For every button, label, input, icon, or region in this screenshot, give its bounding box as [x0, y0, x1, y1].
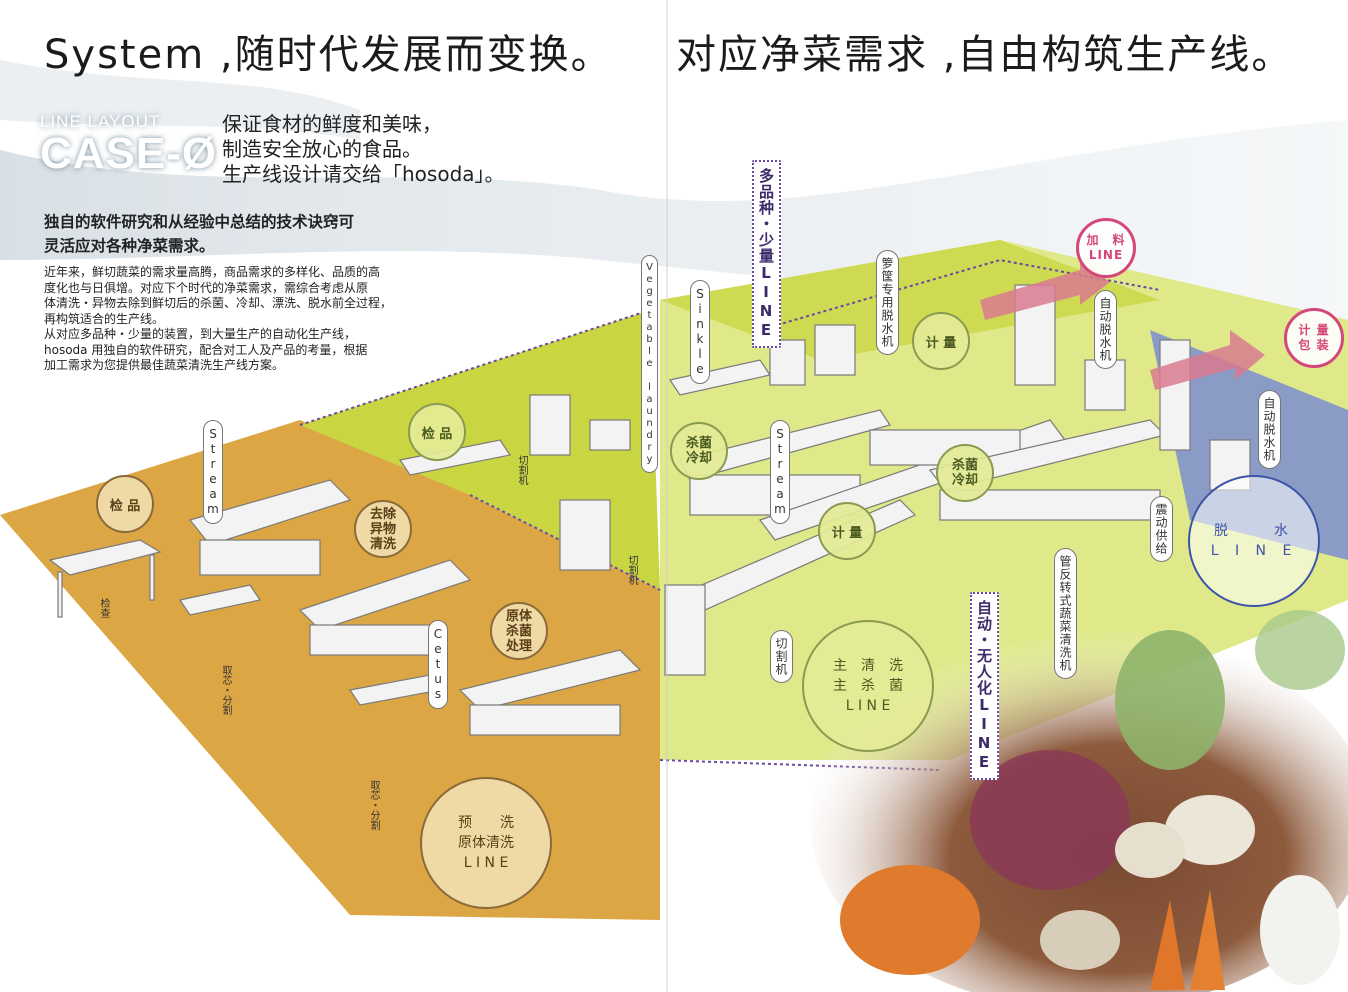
label-vegetable-laundry: Vegetable laundry [641, 255, 658, 473]
intro-line: 制造安全放心的食品。 [222, 137, 422, 161]
arrow-add [980, 260, 1110, 320]
body-line: 加工需求为您提供最佳蔬菜清洗生产线方案。 [44, 358, 285, 372]
badge-main-line: 主 清 洗 主 杀 菌 L I N E [802, 620, 934, 752]
label-stream-mid: Stream [770, 420, 790, 524]
tiny-cutter-2: 切割机 [626, 555, 637, 585]
badge-inspect-left: 检 品 [96, 475, 154, 533]
badge-remove-foreign: 去除 异物 清洗 [354, 500, 412, 558]
tiny-core-split-1: 取芯・分割 [220, 665, 231, 715]
tiny-cutter-1: 切割机 [516, 455, 527, 485]
label-basket-dewater: 箩筐专用脱水机 [876, 250, 899, 355]
add-line-label: LINE [1088, 248, 1124, 262]
prewash-line-label: L I N E [463, 855, 509, 871]
lead-line: 灵活应对各种净菜需求。 [44, 237, 215, 255]
dewater-line-title: 脱 水 [1214, 523, 1294, 539]
label-vibrate-feed: 震动供给 [1150, 496, 1173, 562]
headline-left: System ,随时代发展而变换。 [44, 32, 613, 78]
intro-text: 保证食材的鲜度和美味， 制造安全放心的食品。 生产线设计请交给「hosoda」。 [222, 112, 505, 187]
body-line: hosoda 用独自的软件研究，配合对工人及产品的考量，根据 [44, 342, 368, 357]
tiny-inspect: 检查 [98, 598, 109, 618]
body-line: 度化也与日俱增。对应下个时代的净菜需求，需综合考虑从原 [44, 280, 369, 295]
badge-dewater-line: 脱 水 L I N E [1188, 475, 1320, 607]
main-line-title: 主 清 洗 [833, 658, 903, 674]
dewater-line-label: L I N E [1210, 543, 1298, 559]
badge-inspect-mid: 检 品 [408, 403, 466, 461]
badge-weigh-1: 计 量 [912, 312, 970, 370]
body-line: 体清洗・异物去除到鲜切后的杀菌、冷却、漂洗、脱水前全过程， [44, 296, 393, 310]
intro-line: 生产线设计请交给「hosoda」。 [222, 162, 505, 186]
badge-weigh-2: 计 量 [818, 502, 876, 560]
label-tube-reverse-washer: 管反转式蔬菜清洗机 [1054, 548, 1077, 679]
add-line-title: 加 料 [1086, 233, 1126, 247]
lead-text: 独自的软件研究和从经验中总结的技术诀窍可 灵活应对各种净菜需求。 [44, 210, 354, 258]
intro-line: 保证食材的鲜度和美味， [222, 112, 442, 136]
badge-sterilize-cool-1: 杀菌 冷却 [670, 422, 728, 480]
headline-right: 对应净菜需求 ,自由构筑生产线。 [676, 32, 1294, 78]
label-cetus: Cetus [428, 620, 448, 709]
body-line: 从对应多品种・少量的装置，到大量生产的自动化生产线， [44, 327, 357, 341]
badge-sterilize-cool-2: 杀菌 冷却 [936, 444, 994, 502]
case-tag-small: LINE LAYOUT [40, 112, 161, 131]
prewash-line-sub: 原体清洗 [458, 835, 514, 851]
body-line: 再构筑适合的生产线。 [44, 311, 165, 326]
body-paragraph: 近年来，鲜切蔬菜的需求量高腾，商品需求的多样化、品质的高 度化也与日俱增。对应下… [44, 265, 444, 374]
case-tag: LINE LAYOUT CASE-Ø [40, 112, 217, 176]
weigh-pack-sub: 包 装 [1298, 338, 1330, 352]
label-auto-unmanned-line: 自动・无人化LINE [970, 592, 999, 780]
body-line: 近年来，鲜切蔬菜的需求量高腾，商品需求的多样化、品质的高 [44, 265, 381, 279]
weigh-pack-title: 计 量 [1298, 323, 1330, 337]
main-line-label: L I N E [845, 698, 891, 714]
badge-add-line: 加 料 LINE [1076, 218, 1136, 278]
badge-weigh-pack: 计 量 包 装 [1284, 308, 1344, 368]
label-auto-dewater-1: 自动脱水机 [1094, 290, 1117, 369]
label-cutter: 切割机 [770, 630, 793, 683]
tiny-core-split-2: 取芯・分割 [368, 780, 379, 830]
label-stream-left: Stream [203, 420, 223, 524]
badge-prewash-line: 预 洗 原体清洗 L I N E [420, 777, 552, 909]
arrow-pack [1150, 330, 1265, 390]
label-sinkle: Sinkle [690, 280, 710, 384]
case-tag-big: CASE-Ø [40, 129, 218, 178]
label-multi-small-line: 多品种・少量LINE [752, 160, 781, 348]
label-auto-dewater-2: 自动脱水机 [1258, 390, 1281, 469]
main-line-sub: 主 杀 菌 [833, 678, 903, 694]
badge-raw-sterilize: 原体 杀菌 处理 [490, 602, 548, 660]
prewash-line-title: 预 洗 [458, 815, 514, 831]
lead-line: 独自的软件研究和从经验中总结的技术诀窍可 [44, 213, 355, 231]
